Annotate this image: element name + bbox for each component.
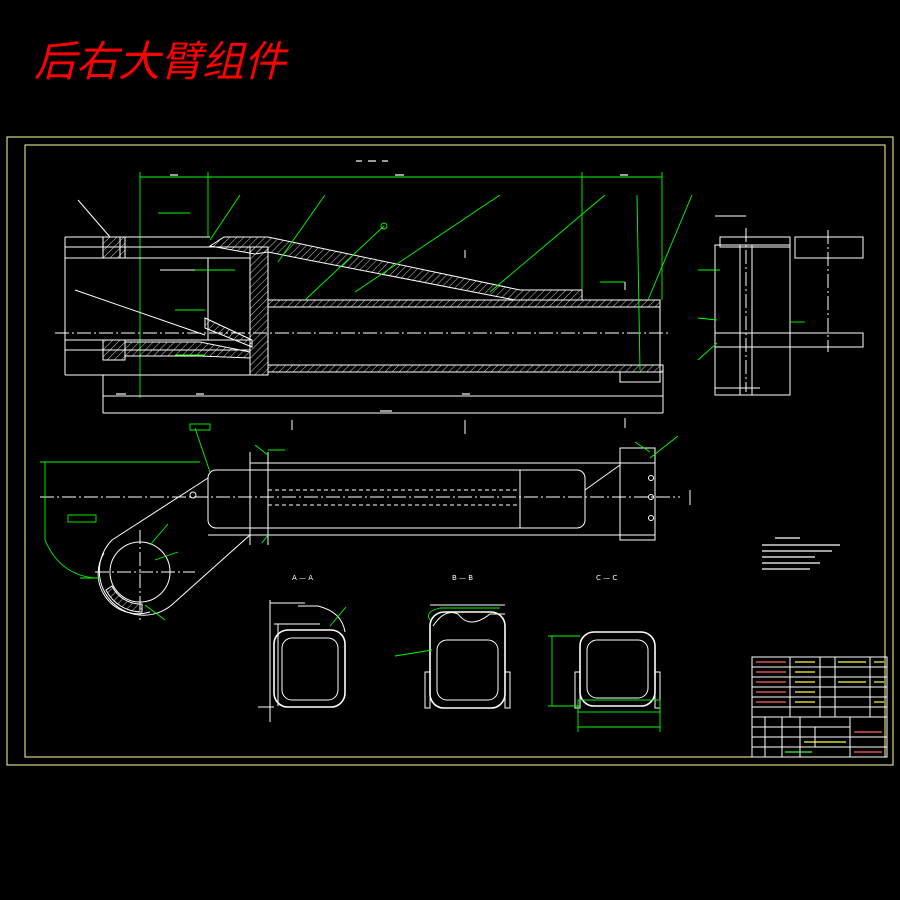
plan-leader-1 bbox=[194, 427, 211, 473]
plan-end-taper bbox=[584, 464, 621, 491]
plan-leader-8 bbox=[144, 604, 166, 621]
side-lower-plate bbox=[714, 332, 864, 348]
outer-frame bbox=[6, 136, 894, 766]
section-a-leader bbox=[329, 606, 347, 627]
lug-boss-section bbox=[105, 585, 143, 613]
top-bushing-section bbox=[102, 236, 126, 259]
tube-top-plate bbox=[267, 299, 661, 308]
plan-hole-mark bbox=[189, 491, 197, 499]
leader-4 bbox=[354, 194, 501, 293]
section-c-outer-tube bbox=[579, 631, 656, 707]
plan-inner-box bbox=[207, 469, 586, 529]
section-b-b: B — B bbox=[394, 574, 511, 709]
section-a-inner-tube bbox=[281, 637, 339, 701]
tube-bottom-plate bbox=[267, 364, 664, 373]
plan-leader-4 bbox=[634, 441, 651, 453]
section-a-a: A — A bbox=[258, 574, 347, 722]
leader-3 bbox=[304, 225, 385, 301]
lug-upper-edge bbox=[111, 477, 209, 541]
plan-view bbox=[40, 423, 691, 621]
section-c-inner-tube bbox=[586, 639, 649, 699]
section-b-outer-tube bbox=[429, 611, 506, 709]
side-upper-plate-left bbox=[719, 236, 791, 248]
plan-leader-5 bbox=[649, 435, 679, 459]
lug-dimension-arc bbox=[44, 462, 96, 579]
tube-end-pad bbox=[619, 371, 661, 383]
section-c-weld-frame bbox=[577, 699, 661, 713]
technical-notes bbox=[762, 537, 840, 570]
side-view bbox=[697, 215, 864, 396]
elevation-view bbox=[55, 160, 693, 434]
leader-7 bbox=[647, 194, 693, 301]
plan-callout-box bbox=[189, 423, 211, 431]
section-b-cover-plate bbox=[432, 612, 505, 627]
section-a-gusset bbox=[298, 605, 346, 633]
leader-5 bbox=[489, 194, 606, 293]
sloped-cover-plate bbox=[208, 236, 583, 301]
leader-6 bbox=[636, 194, 641, 371]
dimension-callout-box bbox=[67, 514, 97, 523]
lug-label-leader bbox=[77, 199, 111, 238]
inner-frame bbox=[24, 144, 886, 758]
plan-hole-mark bbox=[648, 494, 654, 500]
leader-1 bbox=[209, 194, 241, 241]
plan-leader-6 bbox=[149, 523, 169, 546]
section-a-a-label: A — A bbox=[292, 574, 313, 582]
section-c-side-plate bbox=[654, 671, 661, 709]
title-block bbox=[751, 656, 888, 758]
side-upper-plate-right bbox=[794, 236, 864, 259]
lug-outer-arc-2 bbox=[97, 552, 151, 615]
leader-balloon bbox=[380, 222, 388, 230]
leader-2 bbox=[277, 194, 326, 263]
section-c-c-label: C — C bbox=[596, 574, 617, 582]
lug-lower-edge bbox=[174, 534, 251, 603]
drawing-title: 后右大臂组件 bbox=[34, 37, 289, 86]
section-b-weld-outline bbox=[427, 607, 500, 621]
plan-leader-9 bbox=[261, 534, 269, 544]
lug-leader-line bbox=[74, 289, 206, 336]
plan-hole-mark bbox=[648, 515, 654, 521]
plan-leader-7 bbox=[154, 551, 179, 561]
section-c-side-plate bbox=[574, 671, 581, 709]
section-b-b-label: B — B bbox=[452, 574, 473, 582]
section-b-side-plate bbox=[424, 671, 431, 709]
plan-end-plate bbox=[619, 447, 656, 541]
section-a-outer-tube bbox=[273, 629, 346, 708]
section-c-c: C — C bbox=[548, 574, 661, 732]
plan-hole-mark bbox=[648, 475, 654, 481]
bottom-bushing-section bbox=[102, 339, 126, 361]
side-leader-3 bbox=[697, 342, 718, 361]
section-b-side-plate bbox=[504, 671, 511, 709]
side-leader-2 bbox=[697, 317, 718, 321]
plan-leader-2 bbox=[254, 444, 269, 456]
section-b-inner-tube bbox=[436, 639, 499, 701]
section-b-leader bbox=[394, 649, 433, 657]
vertical-web-plate bbox=[249, 246, 269, 376]
